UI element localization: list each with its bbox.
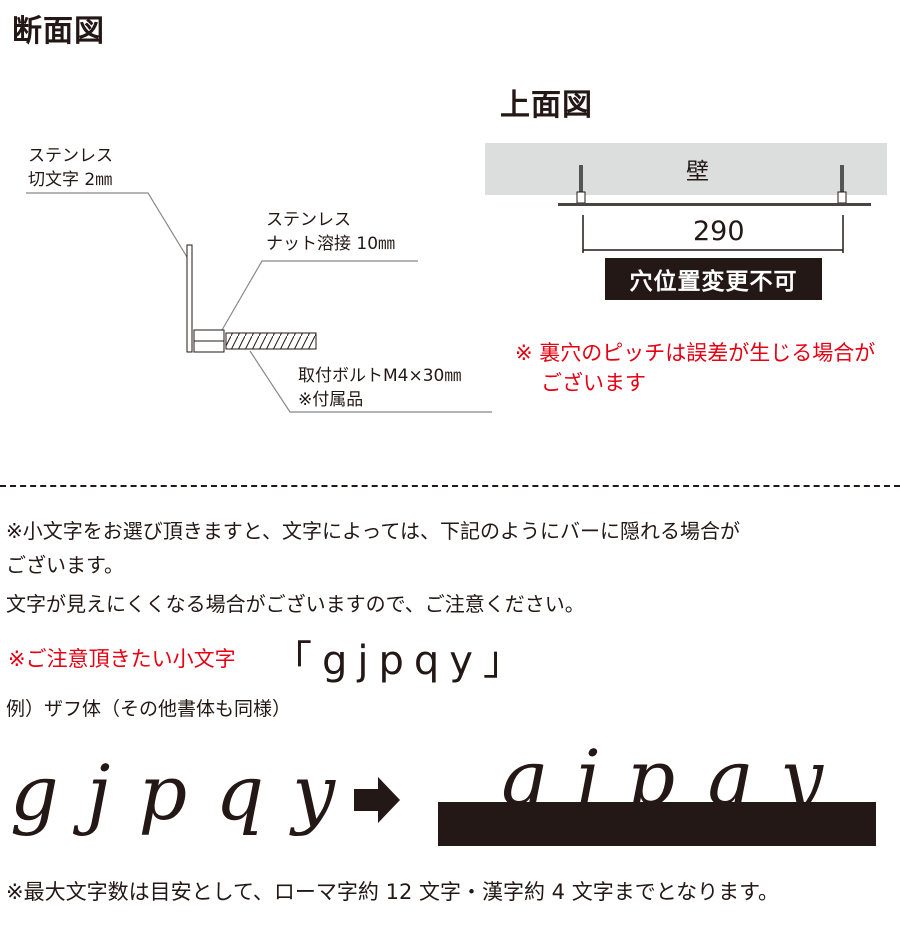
top-view-diagram xyxy=(558,165,871,253)
letter-plate-label: ステンレス 切文字 2㎜ xyxy=(28,144,113,192)
dimension-value: 290 xyxy=(693,216,745,247)
caution-label: ※ご注意頂きたい小文字 xyxy=(8,647,236,671)
wall-area xyxy=(485,143,887,195)
hole-pitch-note-line1: ※ 裏穴のピッチは誤差が生じる場合が xyxy=(515,341,876,365)
wall-label: 壁 xyxy=(686,159,709,185)
hole-pitch-note: ※ 裏穴のピッチは誤差が生じる場合が ございます xyxy=(515,338,875,398)
nut-label: ステンレス ナット溶接 10㎜ xyxy=(266,208,395,256)
sample-letters-after-clip: g j p q y xyxy=(438,735,878,803)
section-view-title: 断面図 xyxy=(12,14,105,49)
bolt-shape xyxy=(225,332,317,350)
bolt-right xyxy=(840,165,844,192)
nut-label-line1: ステンレス xyxy=(266,210,351,230)
letter-plate-label-line2: 切文字 2㎜ xyxy=(28,170,113,190)
bolt-label-line1: 取付ボルトM4×30㎜ xyxy=(298,366,462,386)
caution-letters: 「gjpqy」 xyxy=(272,638,533,684)
section-diagram xyxy=(26,192,492,413)
bolt-label: 取付ボルトM4×30㎜ ※付属品 xyxy=(298,364,461,412)
note-line-1: ※小文字をお選び頂きますと、文字によっては、下記のようにバーに隠れる場合が xyxy=(6,519,740,543)
arrow-right-icon xyxy=(354,777,400,823)
note-line-3: 文字が見えにくくなる場合がございますので、ご注意ください。 xyxy=(6,592,585,616)
example-label: 例）ザフ体（その他書体も同様） xyxy=(6,698,292,720)
letter-plate-shape xyxy=(186,244,193,353)
nut-label-line2: ナット溶接 10㎜ xyxy=(266,234,396,254)
max-chars-note: ※最大文字数は目安として、ローマ字約 12 文字・漢字約 4 文字までとなります… xyxy=(6,880,779,904)
sample-letters-after: g j p q y xyxy=(498,735,826,803)
leader-line-bolt xyxy=(249,350,492,413)
plate-line xyxy=(558,203,871,206)
bolt-left xyxy=(579,165,583,192)
leader-line-letter-plate xyxy=(26,192,191,263)
sample-letters-before: g j p q y xyxy=(10,748,338,837)
bolt-label-line2: ※付属品 xyxy=(298,390,364,410)
concealing-bar xyxy=(438,802,876,846)
hole-pitch-note-line2: ございます xyxy=(541,371,646,395)
note-line-2: ございます。 xyxy=(6,553,124,577)
leader-line-nut xyxy=(221,260,418,331)
letter-plate-label-line1: ステンレス xyxy=(28,146,113,166)
top-view-title: 上面図 xyxy=(500,88,593,123)
section-divider xyxy=(0,485,900,487)
no-hole-change-badge: 穴位置変更不可 xyxy=(605,258,822,300)
